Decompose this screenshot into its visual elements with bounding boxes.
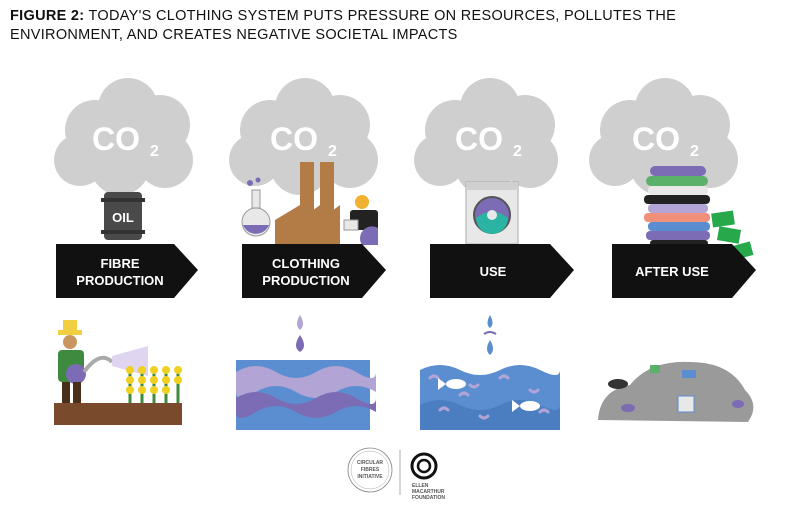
co2-label-2: CO (270, 121, 318, 157)
stage-2-line2: PRODUCTION (262, 273, 349, 288)
crops-icon (126, 366, 182, 405)
farmer-icon (58, 320, 148, 404)
co2-sub-2: 2 (328, 143, 337, 160)
logo-left-line3: INITIATIVE (357, 474, 383, 480)
logo-right-line1: ELLEN (412, 483, 429, 489)
logo-right-line2: MACARTHUR (412, 489, 445, 495)
flask-icon (241, 177, 271, 237)
stage-2-line1: CLOTHING (272, 256, 340, 271)
soil-strip (54, 403, 182, 425)
co2-cloud-2 (229, 78, 378, 195)
oil-label: OIL (112, 210, 134, 225)
dye-drops-icon (296, 315, 304, 352)
stage-1-line2: PRODUCTION (76, 273, 163, 288)
logo-left-line1: CIRCULAR (357, 460, 383, 466)
factory-icon (275, 162, 340, 245)
washing-machine-icon (465, 181, 519, 245)
landfill-icon (598, 361, 754, 422)
stage-3-line1: USE (480, 264, 507, 279)
stage-arrow-1 (56, 244, 198, 298)
co2-cloud-1 (54, 78, 193, 195)
logo-left-line2: FIBRES (361, 467, 380, 473)
co2-label-1: CO (92, 121, 140, 157)
figure-title: FIGURE 2: TODAY'S CLOTHING SYSTEM PUTS P… (10, 7, 780, 45)
stage-arrow-4 (612, 244, 756, 298)
co2-label-4: CO (632, 121, 680, 157)
stage-arrow-2 (242, 244, 386, 298)
co2-label-3: CO (455, 121, 503, 157)
microfibre-water (420, 365, 560, 430)
ellen-macarthur-foundation-logo (410, 452, 438, 480)
microfibre-drops-icon (483, 315, 497, 355)
figure-title-prefix: FIGURE 2: (10, 8, 85, 24)
garment-worker-icon (343, 195, 378, 245)
logo-right-line3: FOUNDATION (412, 495, 445, 501)
stage-4-line1: AFTER USE (635, 264, 709, 279)
polluted-water-2 (236, 360, 376, 430)
figure-title-text: TODAY'S CLOTHING SYSTEM PUTS PRESSURE ON… (10, 8, 677, 43)
circular-fibres-initiative-logo (347, 447, 393, 493)
co2-sub-3: 2 (513, 143, 522, 160)
stage-1-line1: FIBRE (101, 256, 140, 271)
co2-cloud-3 (414, 78, 558, 195)
co2-sub-4: 2 (690, 143, 699, 160)
clothes-pile-icon (644, 166, 710, 246)
fish-icon (438, 378, 540, 412)
co2-sub-1: 2 (150, 143, 159, 160)
stage-arrow-3 (430, 244, 574, 298)
oil-barrel-icon (101, 192, 145, 240)
